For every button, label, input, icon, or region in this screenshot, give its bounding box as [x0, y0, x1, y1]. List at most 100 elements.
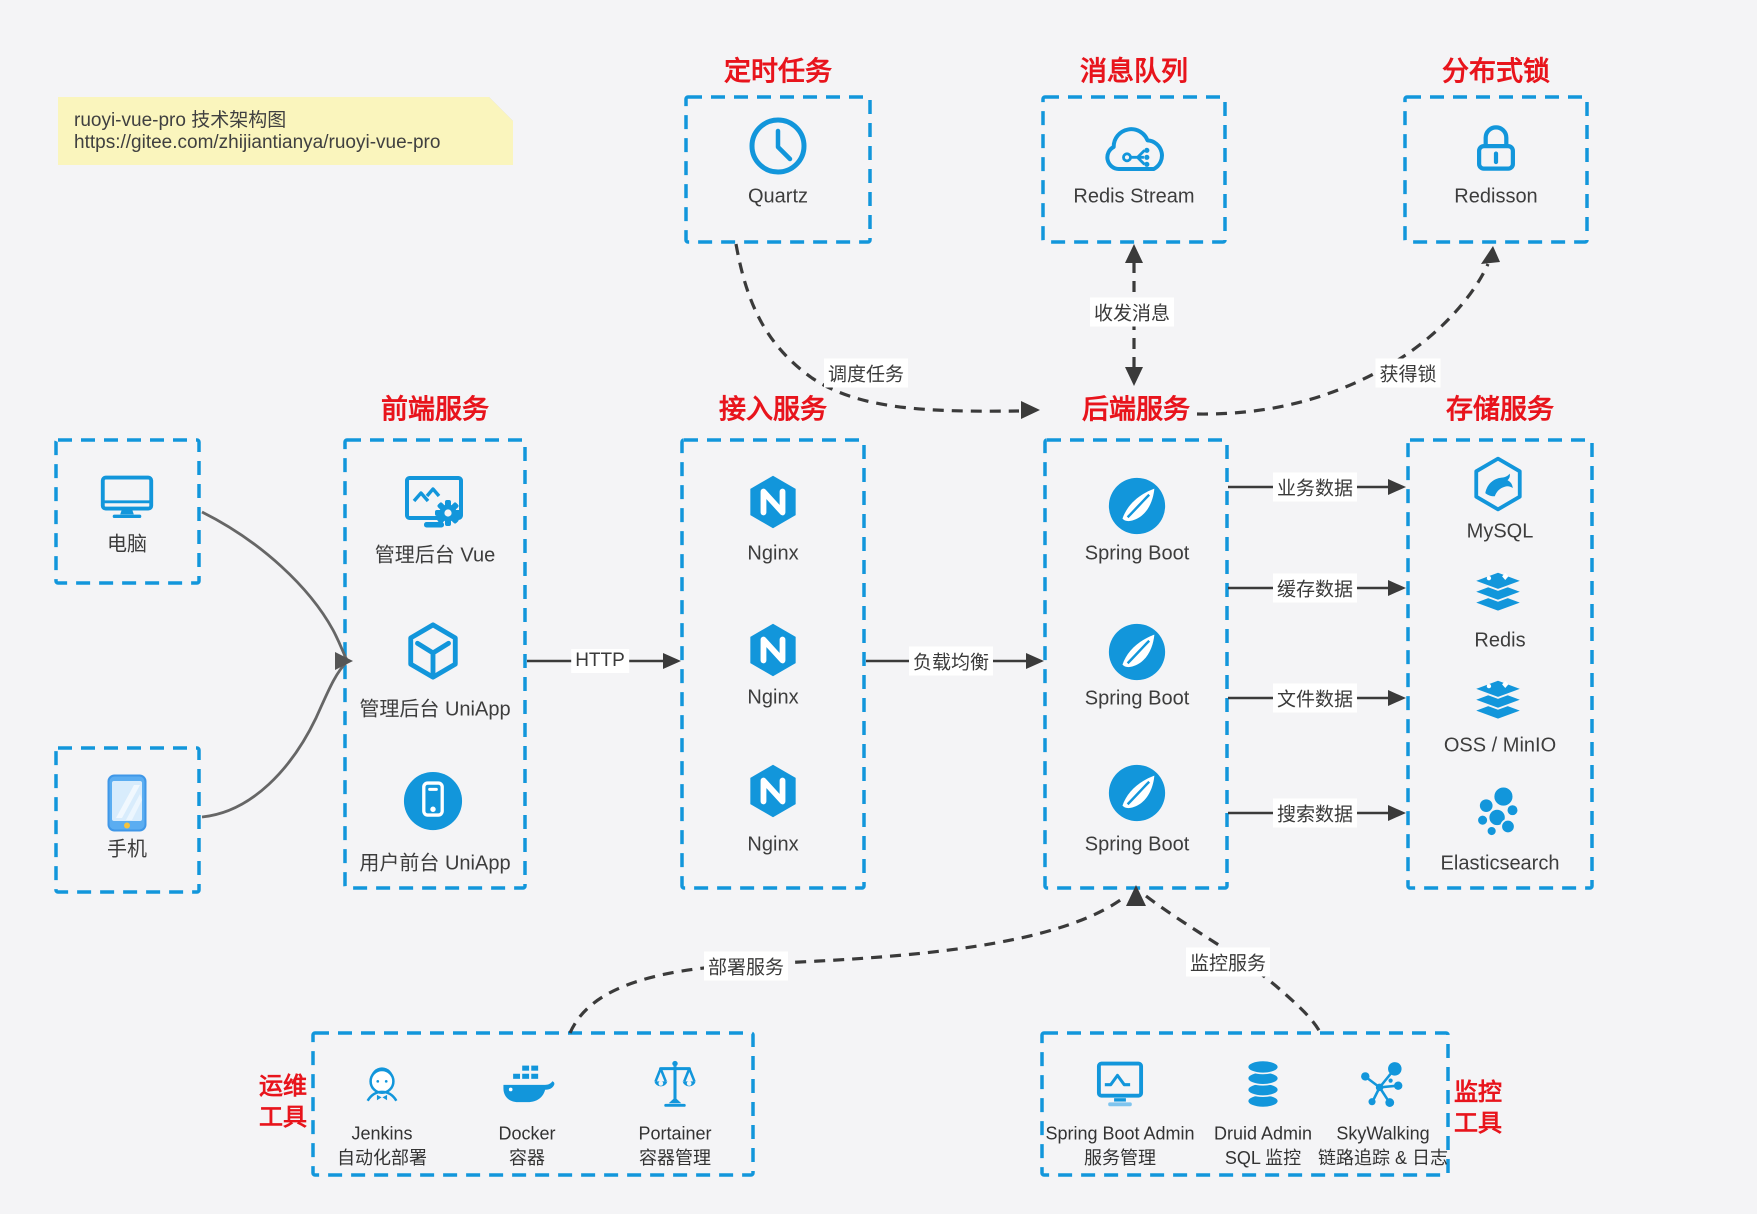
- tool-desc-skywalking: 链路追踪 & 日志: [1317, 1148, 1449, 1168]
- tool-label-sba: Spring Boot Admin: [1045, 1123, 1195, 1144]
- jenkins-icon: [355, 1056, 409, 1110]
- group-title-message-queue: 消息队列: [1080, 56, 1188, 87]
- edge-label-messaging: 收发消息: [1089, 297, 1175, 327]
- client-label-pc: 电脑: [107, 533, 147, 556]
- tool-label-docker: Docker: [498, 1123, 556, 1144]
- edge-label-load-balance: 负载均衡: [908, 646, 994, 676]
- tool-desc-druid: SQL 监控: [1224, 1148, 1302, 1168]
- sba-icon: [1093, 1057, 1147, 1109]
- arrowhead: [1126, 885, 1146, 906]
- edge-label-lock: 获得锁: [1375, 358, 1441, 388]
- edge-deploy: [568, 894, 1127, 1034]
- item-label-redis: Redis: [1474, 629, 1526, 652]
- side-label-monitor-tools: 监控 工具: [1454, 1079, 1502, 1137]
- edge-clients-to-frontend: [201, 510, 353, 819]
- item-label-nginx-1: Nginx: [747, 542, 799, 565]
- ops-box-border: [311, 1031, 755, 1177]
- lock-icon: [1466, 118, 1526, 178]
- item-label-mysql: MySQL: [1466, 520, 1534, 543]
- nginx-icon: [744, 473, 802, 531]
- arrowhead: [1388, 805, 1406, 821]
- item-label-elasticsearch: Elasticsearch: [1440, 852, 1560, 875]
- spring-icon: [1107, 763, 1167, 823]
- arrowhead: [1026, 653, 1044, 669]
- phone-box-border: [54, 746, 201, 894]
- arrowhead: [1021, 401, 1040, 419]
- column-title-backend: 后端服务: [1082, 394, 1190, 425]
- arrowhead-up: [1125, 244, 1143, 263]
- arrowhead-down: [1125, 367, 1143, 386]
- tool-label-jenkins: Jenkins: [351, 1123, 413, 1144]
- group-title-scheduled-tasks: 定时任务: [724, 56, 832, 87]
- edge-monitor: [1126, 885, 1322, 1033]
- pc-curve: [201, 510, 349, 661]
- item-label-redis-stream: Redis Stream: [1073, 185, 1195, 208]
- arrowhead: [1481, 246, 1500, 264]
- redis-stack-icon: [1469, 671, 1527, 724]
- arrowhead: [335, 652, 353, 670]
- arrowhead: [663, 653, 681, 669]
- item-label-spring-3: Spring Boot: [1084, 833, 1190, 856]
- uniapp-cube-icon: [402, 621, 464, 683]
- tool-desc-docker: 容器: [509, 1148, 545, 1168]
- mq-box-border: [1041, 95, 1227, 244]
- nginx-icon: [744, 762, 802, 820]
- pc-box-border: [54, 438, 201, 585]
- frontend-box-border: [343, 438, 527, 890]
- clock-icon: [746, 114, 810, 178]
- lock-box-border: [1403, 95, 1589, 244]
- arrowhead: [1388, 690, 1406, 706]
- storage-box-border: [1406, 438, 1594, 890]
- column-title-gateway: 接入服务: [719, 394, 827, 425]
- group-title-distributed-lock: 分布式锁: [1442, 56, 1550, 87]
- group-borders: [54, 95, 1594, 1177]
- edge-label-business-data: 业务数据: [1272, 472, 1358, 502]
- item-label-nginx-3: Nginx: [747, 833, 799, 856]
- spring-icon: [1107, 622, 1167, 682]
- item-label-nginx-2: Nginx: [747, 686, 799, 709]
- nginx-icon: [744, 621, 802, 679]
- docker-icon: [498, 1059, 556, 1109]
- user-app-icon: [402, 770, 464, 832]
- item-label-admin-vue: 管理后台 Vue: [374, 544, 496, 567]
- edge-label-search-data: 搜索数据: [1272, 798, 1358, 828]
- edge-label-schedule: 调度任务: [823, 358, 909, 388]
- tool-label-portainer: Portainer: [638, 1123, 712, 1144]
- arrowhead: [1388, 580, 1406, 596]
- cloud-mq-icon: [1097, 120, 1171, 176]
- side-label-ops-tools: 运维 工具: [259, 1073, 307, 1131]
- phone-curve: [201, 660, 348, 819]
- desktop-icon: [96, 465, 158, 527]
- item-label-spring-1: Spring Boot: [1084, 542, 1190, 565]
- column-title-storage: 存储服务: [1446, 394, 1554, 425]
- skywalking-icon: [1356, 1057, 1410, 1111]
- edge-lock: [1196, 246, 1500, 416]
- edge-label-cache-data: 缓存数据: [1272, 573, 1358, 603]
- column-title-frontend: 前端服务: [381, 394, 489, 425]
- redis-stack-icon: [1469, 563, 1527, 616]
- monitor-box-border: [1040, 1031, 1450, 1177]
- gateway-box-border: [680, 438, 866, 890]
- edge-messaging: [1125, 244, 1143, 386]
- timer-box-border: [684, 95, 872, 244]
- portainer-icon: [648, 1057, 702, 1109]
- druid-icon: [1237, 1058, 1289, 1110]
- note-url: https://gitee.com/zhijiantianya/ruoyi-vu…: [74, 132, 441, 153]
- tool-desc-jenkins: 自动化部署: [337, 1148, 427, 1168]
- tool-desc-sba: 服务管理: [1084, 1148, 1156, 1168]
- tool-label-druid: Druid Admin: [1213, 1123, 1313, 1144]
- edge-label-monitor: 监控服务: [1185, 947, 1271, 977]
- spring-icon: [1107, 476, 1167, 536]
- note-title: ruoyi-vue-pro 技术架构图: [74, 110, 287, 131]
- admin-vue-icon: [402, 472, 468, 532]
- item-label-spring-2: Spring Boot: [1084, 687, 1190, 710]
- item-label-admin-uniapp: 管理后台 UniApp: [359, 698, 511, 721]
- edge-label-http: HTTP: [571, 649, 629, 673]
- elasticsearch-icon: [1469, 783, 1527, 841]
- item-label-user-uniapp: 用户前台 UniApp: [359, 852, 511, 875]
- item-label-quartz: Quartz: [747, 185, 809, 208]
- smartphone-icon: [107, 774, 147, 832]
- edge-label-file-data: 文件数据: [1272, 683, 1358, 713]
- sticky-note: ruoyi-vue-pro 技术架构图 https://gitee.com/zh…: [58, 97, 513, 165]
